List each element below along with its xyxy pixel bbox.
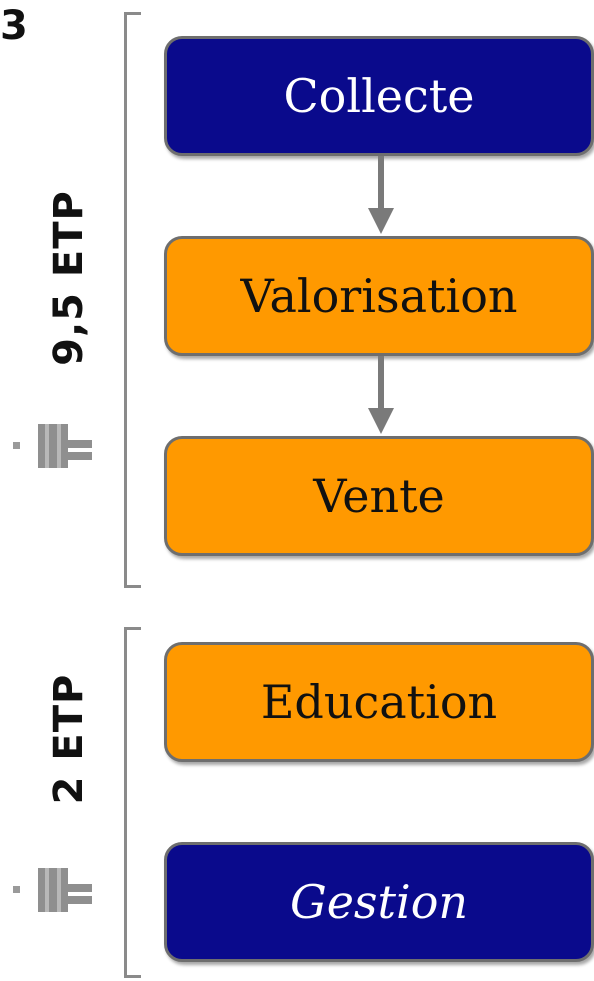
corner-number: 3 xyxy=(0,3,28,49)
valorisation-box: Valorisation xyxy=(164,236,594,356)
arrow-down-icon xyxy=(368,356,394,434)
person-icon xyxy=(13,424,92,468)
group-label-1: 9,5 ETP xyxy=(46,190,92,366)
arrow-down-icon xyxy=(368,156,394,234)
group-label-2: 2 ETP xyxy=(46,673,92,805)
vente-box: Vente xyxy=(164,436,594,556)
collecte-box: Collecte xyxy=(164,36,594,156)
education-box: Education xyxy=(164,642,594,762)
person-icon xyxy=(13,868,92,912)
gestion-box: Gestion xyxy=(164,842,594,962)
group-bracket-2 xyxy=(124,627,141,978)
group-bracket-1 xyxy=(124,12,141,588)
